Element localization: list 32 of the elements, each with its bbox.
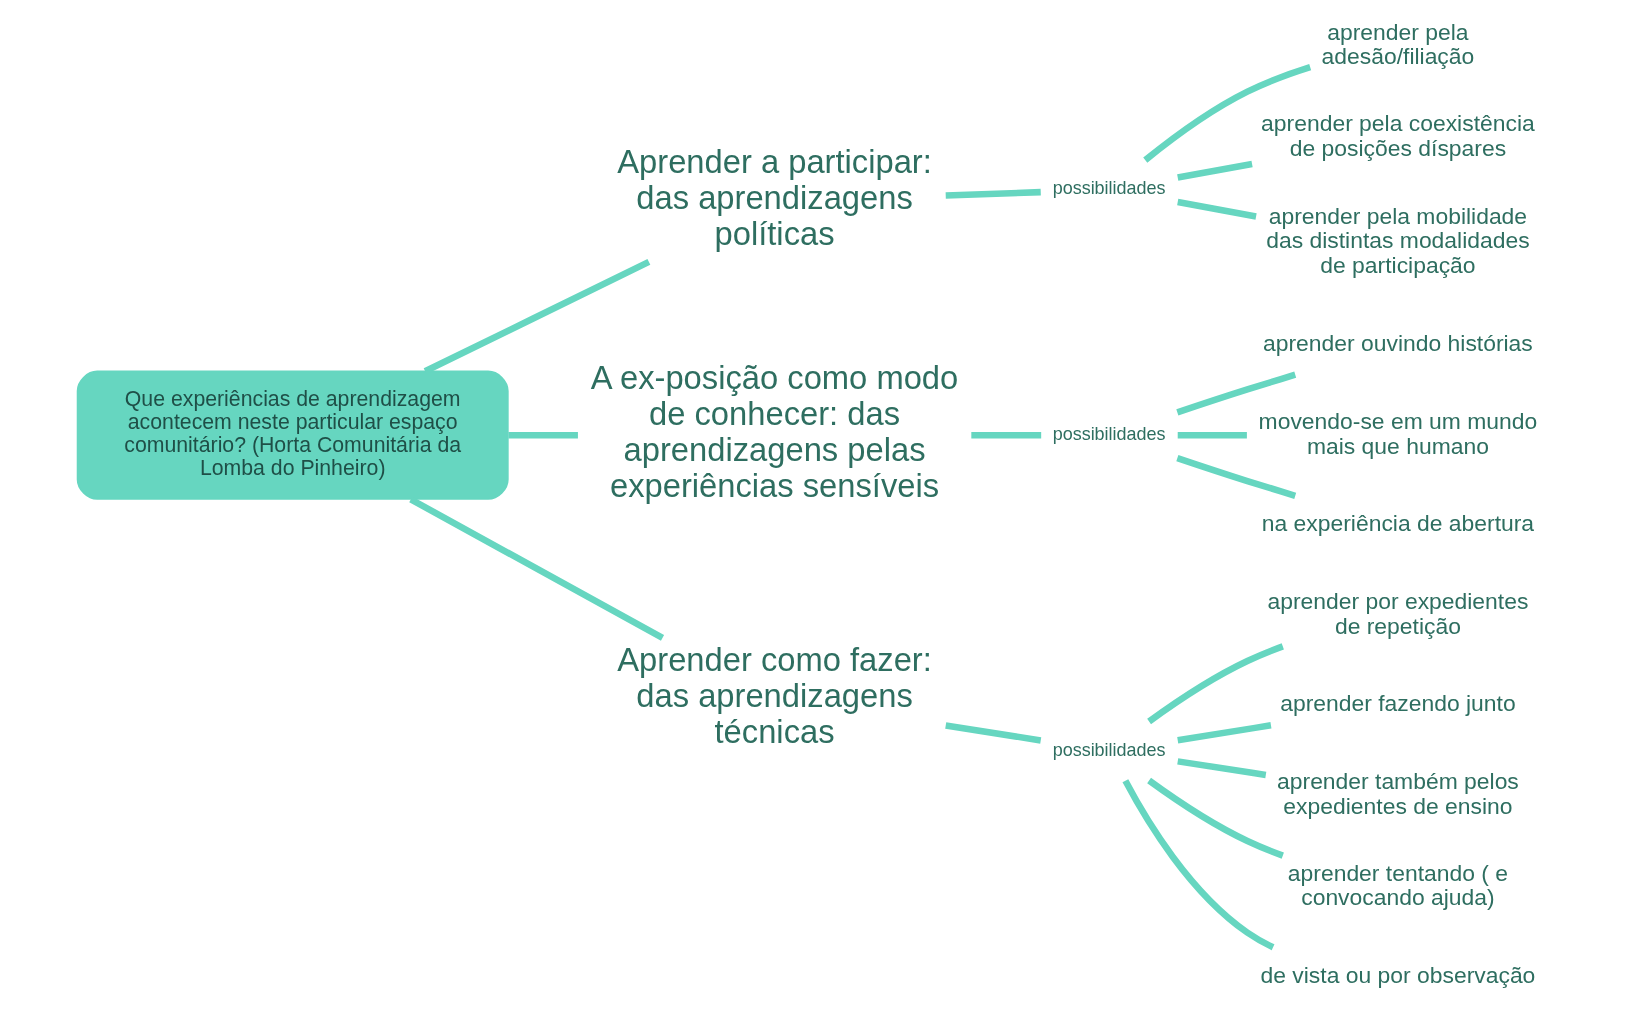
connector <box>970 431 1041 439</box>
connector <box>1175 371 1296 416</box>
node-text: aprender pela coexistência de posições díspares <box>1260 110 1535 161</box>
connector <box>1176 722 1271 744</box>
connector <box>408 496 664 641</box>
connector <box>1146 643 1284 725</box>
node-text: movendo-se em um mundo mais que humano <box>1258 408 1537 459</box>
node-text: aprender por expedientes de repetição <box>1266 588 1528 639</box>
node-box: Que experiências de aprendizagem acontecem neste particular espaço comunitário? (Horta Comunitária da Lomba do Pinheiro) <box>76 370 509 500</box>
node-text: possibilidades <box>1052 739 1166 760</box>
connector <box>1176 758 1266 779</box>
connector <box>1175 455 1296 499</box>
connector <box>1146 777 1284 859</box>
connector <box>507 431 578 439</box>
node-text: possibilidades <box>1052 178 1166 199</box>
node-text: Aprender a participar: das aprendizagens políticas <box>616 143 932 253</box>
node-text: aprender tentando ( e convocando ajuda) <box>1287 859 1508 911</box>
connector <box>1142 64 1311 163</box>
connector <box>1176 160 1253 181</box>
node-text: aprender também pelos expedientes de ensino <box>1276 767 1519 819</box>
connector <box>944 722 1041 744</box>
connector <box>1122 779 1274 951</box>
node-text: aprender pela adesão/filiação <box>1321 18 1474 70</box>
node-text: A ex-posição como modo de conhecer: das aprendizagens pelas experiências sensíveis <box>590 359 958 505</box>
node-text: aprender ouvindo histórias <box>1262 330 1533 357</box>
node-text: na experiência de abertura <box>1261 510 1534 537</box>
node-text: possibilidades <box>1052 423 1166 444</box>
connector <box>1176 198 1257 220</box>
node-text: aprender pela mobilidade das distintas modalidades de participação <box>1265 202 1530 278</box>
node-text: de vista ou por observação <box>1260 961 1535 988</box>
node-text: aprender fazendo junto <box>1279 690 1516 717</box>
node-text: Aprender como fazer: das aprendizagens técnicas <box>616 640 932 750</box>
